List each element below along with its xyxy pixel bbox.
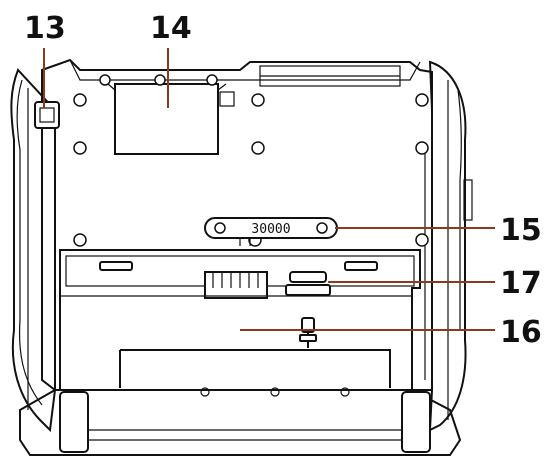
device-body: 30000	[11, 60, 472, 455]
sim-slot	[286, 272, 330, 295]
bottom-stand	[20, 390, 460, 455]
battery-compartment	[60, 250, 420, 396]
battery-pack	[120, 350, 390, 388]
callout-leaders	[44, 48, 495, 330]
label-panel	[115, 84, 218, 154]
callout-13: 13	[24, 11, 66, 46]
dock-connector: 30000	[205, 218, 337, 246]
callout-14: 14	[150, 11, 192, 46]
left-latch	[35, 102, 59, 128]
callout-17: 17	[500, 266, 542, 301]
dock-connector-label: 30000	[251, 222, 290, 237]
battery-lock	[300, 318, 316, 348]
callout-16: 16	[500, 315, 542, 350]
callout-15: 15	[500, 213, 542, 248]
battery-contacts	[205, 272, 267, 298]
